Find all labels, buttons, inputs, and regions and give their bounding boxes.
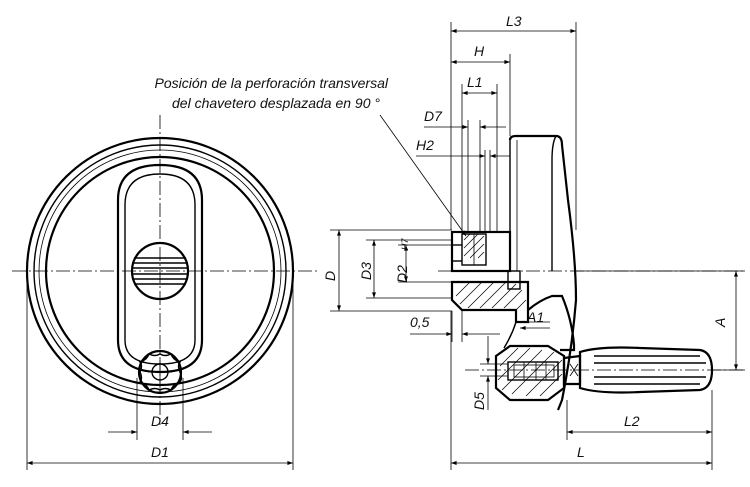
- hub-grooves: [132, 257, 188, 285]
- transverse-hole-hatch: [463, 233, 485, 259]
- dim-l-label: L: [577, 444, 585, 460]
- hub-circle: [130, 241, 190, 301]
- handle-boss-knurled: [137, 349, 183, 395]
- dim-d5-label: D5: [471, 392, 487, 410]
- dim-d2-label: D2: [394, 265, 410, 283]
- dim-d3-label: D3: [358, 262, 374, 280]
- dim-a1-label: A1: [526, 309, 544, 325]
- dim-d4-label: D4: [151, 413, 169, 429]
- dim-l1-label: L1: [467, 74, 483, 90]
- rim-profile: [508, 134, 578, 411]
- dim-d2-tolerance: H7: [400, 238, 410, 250]
- spoke-outline: [116, 163, 204, 374]
- dim-d1-label: D1: [151, 444, 169, 460]
- rim-inner-circle-1: [33, 144, 287, 398]
- dim-d-label: D: [322, 271, 338, 281]
- hub-body: [450, 230, 512, 273]
- dim-a-label: A: [712, 318, 728, 328]
- note-leader: [379, 114, 467, 237]
- dim-h-label: H: [474, 43, 485, 59]
- dim-offset-label: 0,5: [410, 314, 430, 330]
- note-line-2: del chavetero desplazada en 90 °: [172, 95, 380, 111]
- note-line-1: Posición de la perforación transversal: [155, 75, 389, 91]
- dish-edge-circle: [44, 155, 276, 387]
- hub-lower-section: [450, 280, 530, 324]
- dim-l3-label: L3: [506, 13, 522, 29]
- hub-lower-hatch: [455, 281, 527, 311]
- handle-boss-knurl: [138, 353, 183, 391]
- dim-l2-label: L2: [624, 413, 640, 429]
- handle-grip-grooves: [594, 355, 706, 385]
- dim-d7-label: D7: [424, 108, 443, 124]
- side-view: L3 H L1 D7 H2 D D3: [322, 13, 745, 470]
- rim-outer-circle: [25, 136, 295, 406]
- spoke-inner-outline: [124, 173, 196, 365]
- dim-h2-label: H2: [416, 137, 434, 153]
- front-view: D4 D1: [12, 115, 318, 470]
- spoke-profile: [527, 294, 576, 352]
- handle-boss-section: [494, 344, 566, 402]
